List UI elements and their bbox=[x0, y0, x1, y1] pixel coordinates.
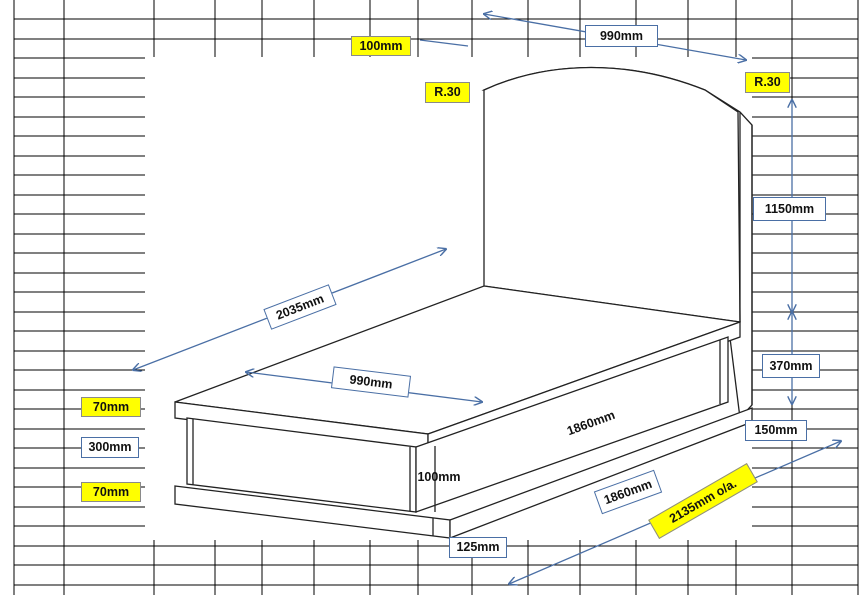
label-front-height: 100mm bbox=[417, 469, 461, 484]
label-plinth-offset: 125mm bbox=[449, 537, 507, 558]
label-side-height: 370mm bbox=[762, 354, 820, 378]
body-side bbox=[415, 336, 729, 513]
headboard bbox=[481, 66, 753, 420]
label-top-width: 990mm bbox=[585, 25, 658, 47]
label-headboard-height: 1150mm bbox=[753, 197, 826, 221]
headboard-front bbox=[483, 66, 741, 323]
label-layer-middle: 300mm bbox=[81, 437, 139, 458]
bed-body bbox=[186, 336, 729, 513]
label-back-offset: 150mm bbox=[745, 420, 807, 441]
label-radius-left: R.30 bbox=[425, 82, 470, 103]
label-layer-bottom: 70mm bbox=[81, 482, 141, 502]
label-radius-right: R.30 bbox=[745, 72, 790, 93]
label-thickness: 100mm bbox=[351, 36, 411, 56]
arrow-thickness bbox=[419, 39, 469, 47]
label-layer-top: 70mm bbox=[81, 397, 141, 417]
